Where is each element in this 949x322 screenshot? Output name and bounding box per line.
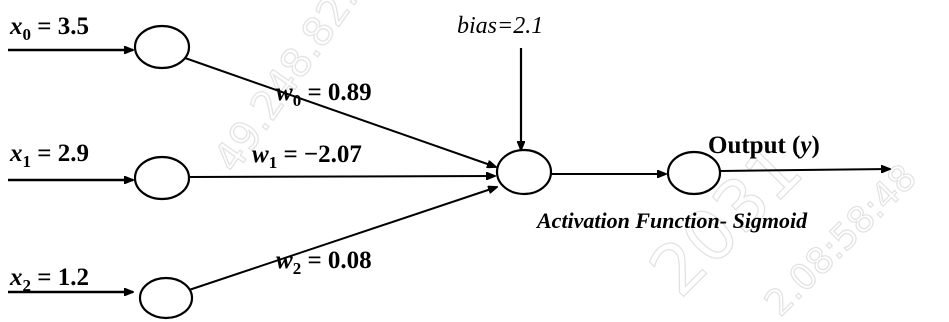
output-label: Output (y)	[708, 132, 820, 159]
weight-label-0: w0 = 0.89	[276, 79, 372, 110]
activation-node	[666, 150, 722, 196]
weight-label-1: w1 = −2.07	[252, 141, 362, 172]
weight-connection-0	[184, 57, 496, 167]
activation-caption: Activation Function- Sigmoid	[535, 208, 808, 233]
input-label-2: x2 = 1.2	[9, 264, 89, 295]
input-node-1	[133, 155, 191, 201]
output-arrow	[719, 169, 890, 171]
weight-connection-1	[188, 176, 495, 177]
summing-node	[495, 148, 553, 196]
input-node-0	[133, 24, 191, 70]
weight-connection-2	[188, 187, 497, 291]
input-label-1: x1 = 2.9	[9, 140, 89, 171]
input-node-2	[138, 276, 194, 320]
input-label-0: x0 = 3.5	[9, 13, 89, 44]
bias-label: bias=2.1	[457, 13, 543, 39]
weight-label-2: w2 = 0.08	[276, 247, 372, 278]
